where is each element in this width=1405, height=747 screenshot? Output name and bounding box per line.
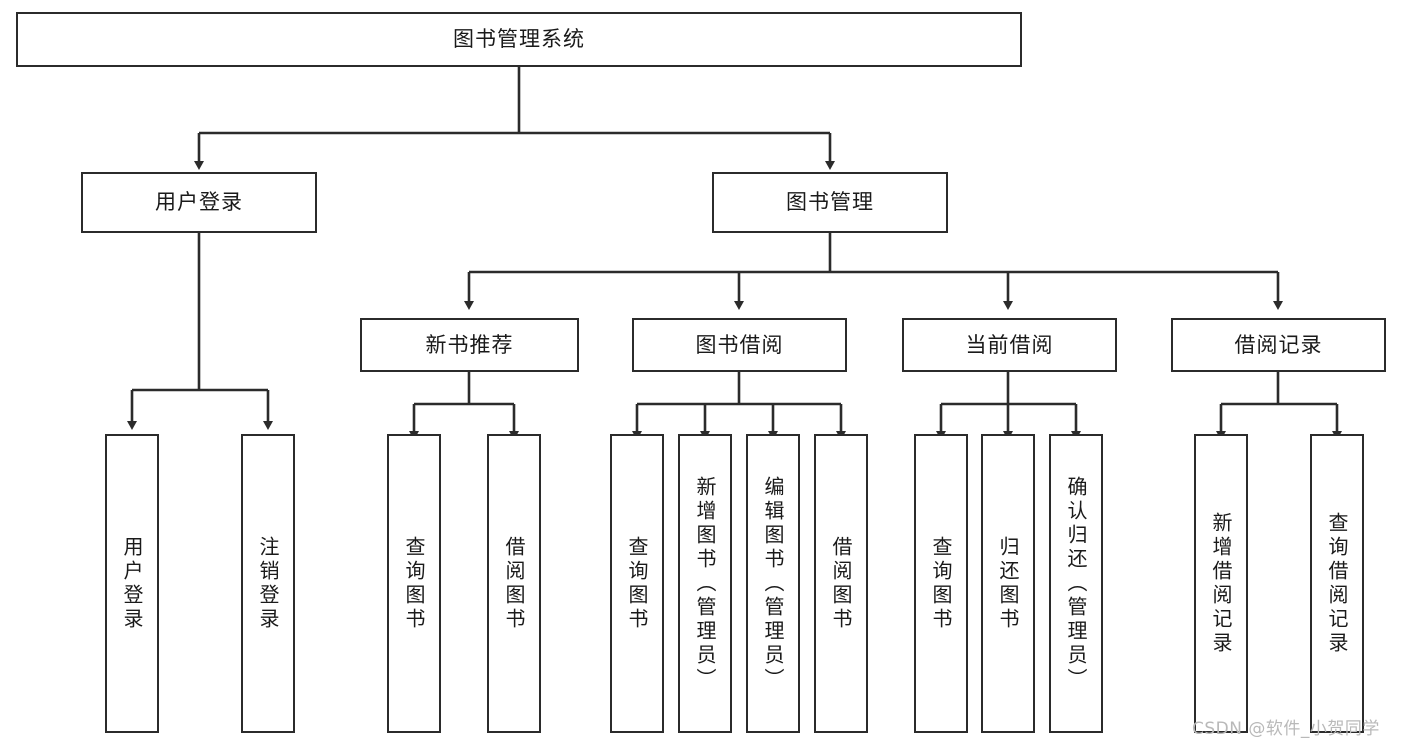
node-leaf-borrow-book[interactable]: 借阅图书 <box>814 434 868 733</box>
node-book-manage[interactable]: 图书管理 <box>712 172 948 233</box>
node-leaf-add-borrow-record[interactable]: 新增借阅记录 <box>1194 434 1248 733</box>
node-label: 图书管理 <box>786 190 874 215</box>
node-leaf-add-book[interactable]: 新增图书（管理员） <box>678 434 732 733</box>
node-label: 新书推荐 <box>425 332 514 357</box>
node-label: 新增图书（管理员） <box>693 475 717 692</box>
node-label: 归还图书 <box>996 535 1020 632</box>
node-label: 查询借阅记录 <box>1325 511 1349 656</box>
csdn-watermark: CSDN @软件_小贺同学 <box>1192 719 1380 739</box>
node-label: 用户登录 <box>155 190 243 215</box>
node-leaf-query-book-current[interactable]: 查询图书 <box>914 434 968 733</box>
node-leaf-query-book-borrow[interactable]: 查询图书 <box>610 434 664 733</box>
node-label: 图书管理系统 <box>453 27 585 52</box>
edges-newbook-to-leaves <box>409 372 519 440</box>
node-book-borrow[interactable]: 图书借阅 <box>632 318 847 372</box>
node-leaf-return-book[interactable]: 归还图书 <box>981 434 1035 733</box>
node-current-borrow[interactable]: 当前借阅 <box>902 318 1117 372</box>
edges-bookmanage-to-level3 <box>464 233 1283 310</box>
node-label: 注销登录 <box>256 535 280 632</box>
node-label: 新增借阅记录 <box>1209 511 1233 656</box>
node-label: 查询图书 <box>625 535 649 632</box>
node-leaf-query-borrow-record[interactable]: 查询借阅记录 <box>1310 434 1364 733</box>
node-leaf-user-logout[interactable]: 注销登录 <box>241 434 295 733</box>
edges-bookborrow-to-leaves <box>632 372 846 440</box>
node-label: 查询图书 <box>402 535 426 632</box>
node-label: 图书借阅 <box>695 332 784 357</box>
node-leaf-edit-book[interactable]: 编辑图书（管理员） <box>746 434 800 733</box>
node-label: 当前借阅 <box>965 332 1054 357</box>
node-new-book-recommend[interactable]: 新书推荐 <box>360 318 579 372</box>
node-leaf-confirm-return[interactable]: 确认归还（管理员） <box>1049 434 1103 733</box>
node-leaf-borrow-book-recommend[interactable]: 借阅图书 <box>487 434 541 733</box>
node-label: 编辑图书（管理员） <box>761 475 785 692</box>
node-label: 借阅图书 <box>502 535 526 632</box>
edges-root-to-level2 <box>194 67 835 170</box>
node-label: 用户登录 <box>120 535 144 632</box>
node-label: 借阅图书 <box>829 535 853 632</box>
edges-userlogin-to-leaves <box>127 233 273 430</box>
node-borrow-record[interactable]: 借阅记录 <box>1171 318 1386 372</box>
node-user-login[interactable]: 用户登录 <box>81 172 317 233</box>
node-leaf-query-book-recommend[interactable]: 查询图书 <box>387 434 441 733</box>
edges-currentborrow-to-leaves <box>936 372 1081 440</box>
node-label: 查询图书 <box>929 535 953 632</box>
node-root-book-management-system[interactable]: 图书管理系统 <box>16 12 1022 67</box>
edges-borrowrecord-to-leaves <box>1216 372 1342 440</box>
node-leaf-user-login[interactable]: 用户登录 <box>105 434 159 733</box>
node-label: 确认归还（管理员） <box>1064 475 1088 692</box>
node-label: 借阅记录 <box>1234 332 1323 357</box>
